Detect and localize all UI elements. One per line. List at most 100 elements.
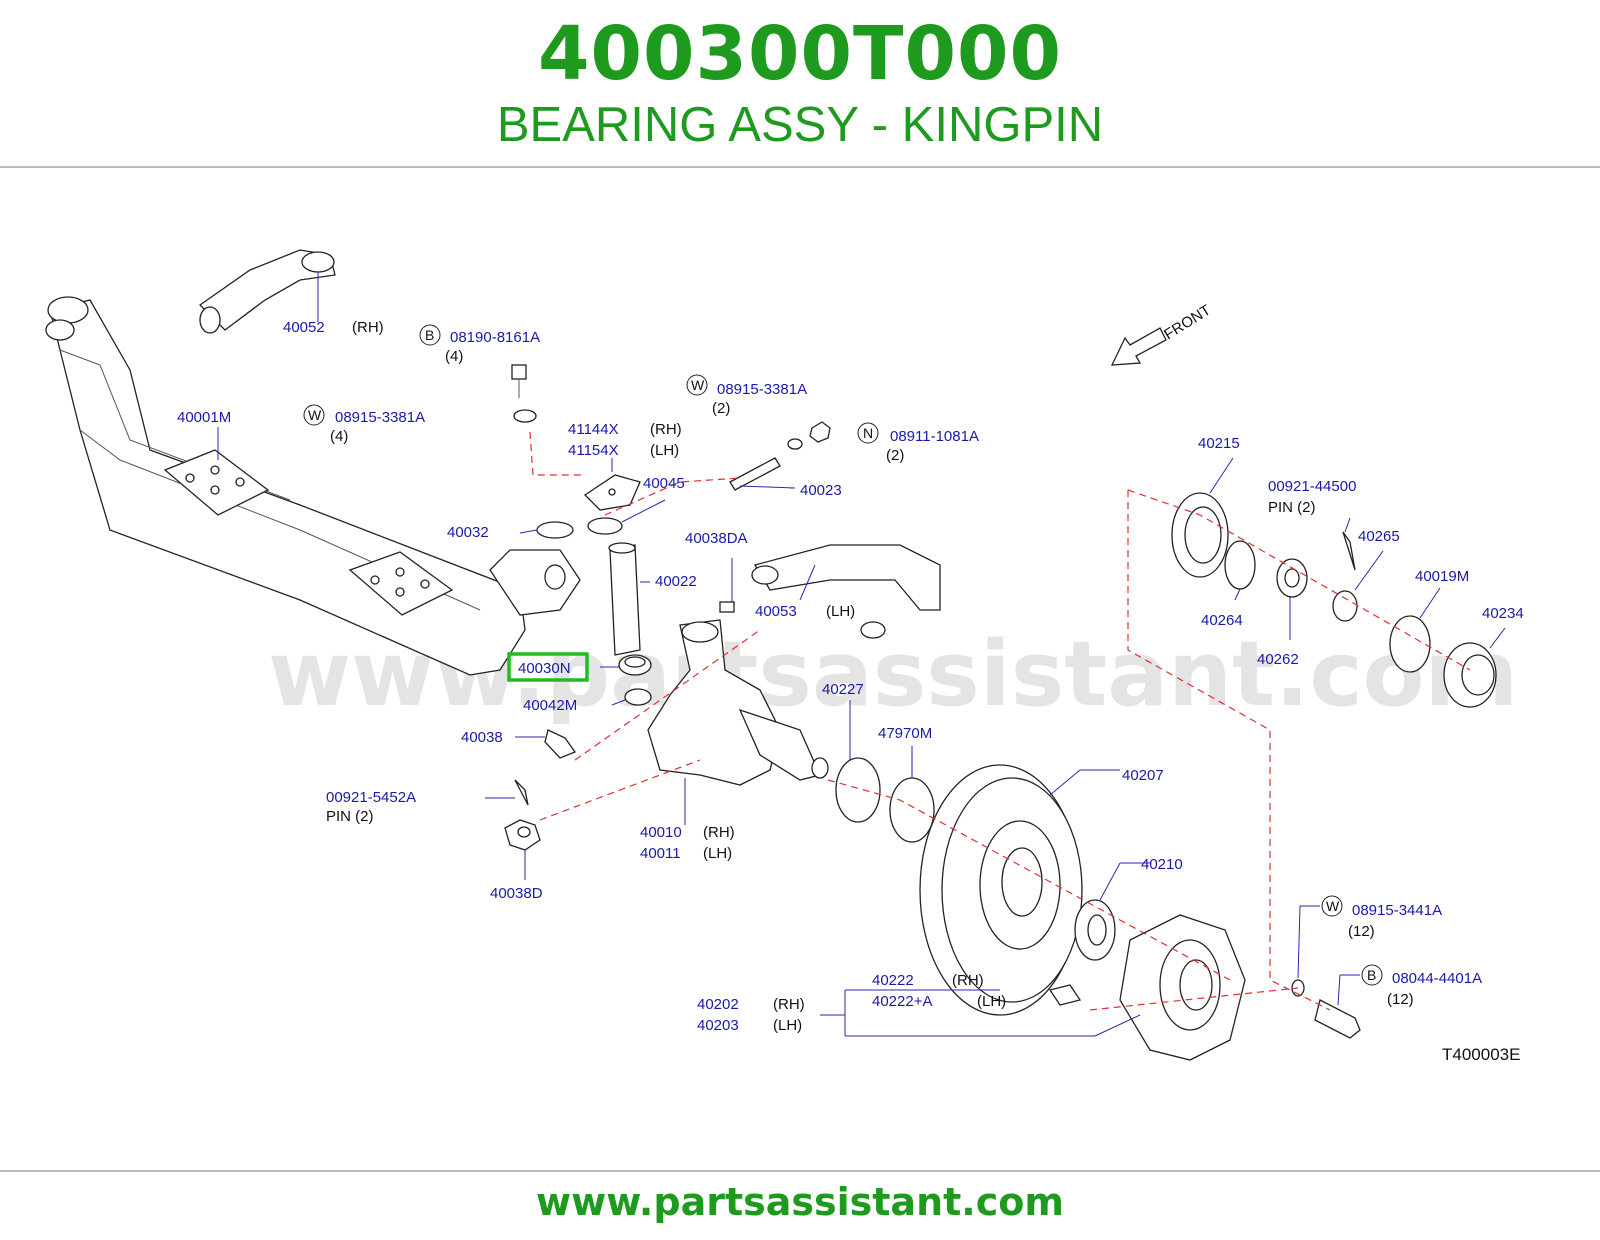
steering-knuckle-40010 — [647, 619, 829, 786]
callout-40053: 40053 — [755, 603, 797, 620]
callout-40264: 40264 — [1201, 612, 1243, 629]
callout-41154x-qualifier: (LH) — [650, 442, 679, 459]
callout-40222-a-qualifier: (LH) — [977, 993, 1006, 1010]
cap-40234 — [1443, 642, 1497, 708]
kingpin-bearing-40030n — [618, 654, 652, 706]
callout-08915-3441a: 08915-3441A — [1352, 902, 1442, 919]
part-40023-pin — [729, 421, 831, 491]
callout-40202: 40202 — [697, 996, 739, 1013]
callout-08915a-symbol: W — [308, 407, 322, 423]
callout-40203-qualifier: (LH) — [773, 1017, 802, 1034]
symbol-w-circle-2 — [686, 374, 708, 396]
bolt-40038da — [719, 601, 735, 613]
callout-41144x: 41144X — [568, 421, 619, 438]
page-header: 400300T000 BEARING ASSY - KINGPIN — [0, 0, 1600, 168]
part-number-title: 400300T000 — [538, 11, 1062, 97]
callout-08044-symbol: B — [1367, 967, 1376, 983]
ring-40227 — [835, 757, 881, 823]
callout-40203: 40203 — [697, 1017, 739, 1034]
nut-lock-40265 — [1332, 590, 1358, 622]
callout-40265: 40265 — [1358, 528, 1400, 545]
bearing-40210 — [1074, 899, 1116, 961]
exploded-parts-diagram: www.partsassistant.com — [45, 249, 1524, 1064]
callout-08911-1081a: 08911-1081A — [890, 428, 979, 445]
callout-40215: 40215 — [1198, 435, 1240, 452]
callout-00921-44500: 00921-44500 — [1268, 478, 1356, 495]
callout-40052: 40052 — [283, 319, 325, 336]
callout-08915c-symbol: W — [1326, 898, 1340, 914]
highlight-box-40030n — [507, 652, 589, 682]
callout-leader-lines — [217, 272, 1506, 1037]
callout-08044-qty: (12) — [1387, 991, 1414, 1008]
callout-40011: 40011 — [640, 845, 681, 862]
footer-divider — [0, 1170, 1600, 1172]
callout-40032: 40032 — [447, 524, 489, 541]
callout-08915c-qty: (12) — [1348, 923, 1375, 940]
callout-40023: 40023 — [800, 482, 842, 499]
footer-website-link[interactable]: www.partsassistant.com — [536, 1180, 1064, 1224]
brake-disc-40207 — [919, 764, 1083, 1016]
nut-40038d — [504, 819, 541, 851]
callout-40262: 40262 — [1257, 651, 1299, 668]
callout-40202-qualifier: (RH) — [773, 996, 805, 1013]
o-ring-40019m — [1389, 615, 1431, 673]
callout-40053-qualifier: (LH) — [826, 603, 855, 620]
assembly-guide-lines — [529, 431, 1471, 1011]
callout-08915a-qty: (4) — [330, 428, 348, 445]
wheel-hub-40202 — [1119, 914, 1246, 1061]
bearing-40215 — [1171, 492, 1229, 578]
callout-08915b-symbol: W — [691, 377, 705, 393]
washer-40264 — [1224, 540, 1256, 590]
callout-40234: 40234 — [1482, 605, 1524, 622]
bolt-08044-4401a — [1314, 999, 1361, 1039]
callout-40001m: 40001M — [177, 409, 231, 426]
callout-40210: 40210 — [1141, 856, 1183, 873]
callout-40038da: 40038DA — [685, 530, 748, 547]
callout-41154x: 41154X — [568, 442, 619, 459]
washer-40032 — [536, 521, 574, 539]
callout-40038: 40038 — [461, 729, 503, 746]
callout-40222-a: 40222+A — [872, 993, 932, 1010]
callout-41144x-qualifier: (RH) — [650, 421, 682, 438]
callout-08190-qty: (4) — [445, 348, 463, 365]
callout-40022: 40022 — [655, 573, 697, 590]
plate-41144x — [583, 474, 641, 535]
callout-40045: 40045 — [643, 475, 685, 492]
callout-40011-qualifier: (LH) — [703, 845, 732, 862]
front-direction-arrow: FRONT — [1110, 302, 1214, 366]
front-label: FRONT — [1161, 302, 1214, 344]
hub-bolt-40222 — [1048, 984, 1082, 1006]
callout-08915b-qty: (2) — [712, 400, 730, 417]
symbol-b-circle — [419, 324, 441, 346]
callout-08911-qty: (2) — [886, 447, 904, 464]
part-40053-arm — [751, 544, 941, 639]
axle-beam-part — [45, 296, 581, 676]
callout-08190-8161a: 08190-8161A — [450, 329, 540, 346]
bolt-40038 — [544, 729, 577, 759]
callout-40227: 40227 — [822, 681, 864, 698]
callout-40019m: 40019M — [1415, 568, 1469, 585]
callout-40010: 40010 — [640, 824, 682, 841]
pin-00921-44500 — [1342, 531, 1356, 571]
kingpin-40022 — [608, 542, 641, 656]
symbol-w-circle — [303, 404, 325, 426]
callout-40207: 40207 — [1122, 767, 1164, 784]
symbol-w-circle-3 — [1321, 895, 1343, 917]
callout-00921-44500-note: PIN (2) — [1268, 499, 1316, 516]
symbol-n-circle — [857, 422, 879, 444]
callout-08044-4401a: 08044-4401A — [1392, 970, 1482, 987]
callout-40042m: 40042M — [523, 697, 577, 714]
callout-40010-qualifier: (RH) — [703, 824, 735, 841]
nut-40262 — [1276, 558, 1308, 598]
callout-00921-5452a: 00921-5452A — [326, 789, 416, 806]
callout-40052-qualifier: (RH) — [352, 319, 384, 336]
sensor-ring-47970m — [889, 777, 935, 843]
callout-08915-3381a-right: 08915-3381A — [717, 381, 807, 398]
figure-code: T400003E — [1442, 1045, 1520, 1064]
callout-40030n: 40030N — [518, 660, 571, 677]
callout-40222-qualifier: (RH) — [952, 972, 984, 989]
callout-47970m: 47970M — [878, 725, 932, 742]
part-description: BEARING ASSY - KINGPIN — [496, 98, 1104, 152]
callout-08915-3381a-left: 08915-3381A — [335, 409, 425, 426]
callout-08190-symbol: B — [425, 327, 434, 343]
